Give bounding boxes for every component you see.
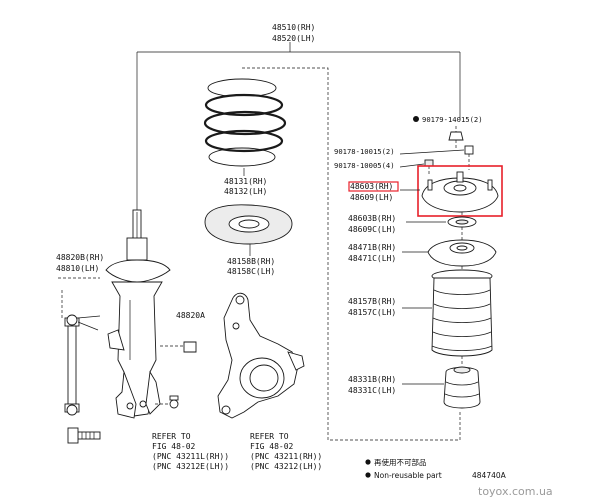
label-stab-lh: 48810(LH): [56, 264, 99, 273]
non-reusable-marker-icon: [413, 116, 419, 122]
legend-marker-icon: [365, 459, 371, 465]
coil-spring: [203, 78, 287, 176]
ref1-line3: (PNC 43211L(RH)): [152, 452, 229, 461]
label-insulator-lh: 48158C(LH): [227, 267, 275, 276]
highlight-box: [417, 165, 503, 217]
stabilizer-link: [58, 277, 101, 416]
figure-code: 484740A: [472, 471, 507, 480]
highlight-label-box: [348, 181, 399, 192]
ref2-line1: REFER TO: [250, 432, 289, 441]
assembly-bracket: [136, 42, 461, 441]
legend-cn: 再使用不可部品: [374, 457, 427, 467]
label-seat-rh: 48471B(RH): [348, 243, 396, 252]
ref2-line3: (PNC 43211(RH)): [250, 452, 322, 461]
label-stab-rh: 48820B(RH): [56, 253, 104, 262]
label-seat-lh: 48471C(LH): [348, 254, 396, 263]
label-top-rh: 48510(RH): [272, 23, 315, 32]
label-nut: 48820A: [176, 311, 205, 320]
label-nut-b: 90178-10005(4): [334, 161, 395, 170]
strut-support: [421, 171, 499, 213]
bolt: [67, 427, 101, 444]
label-spring-lh: 48132(LH): [224, 187, 267, 196]
bearing: [447, 216, 477, 228]
spring-seat: [427, 239, 497, 267]
lower-hardware: [155, 341, 197, 409]
nut-90178-10015: [464, 145, 474, 170]
label-bearing-rh: 48603B(RH): [348, 214, 396, 223]
watermark: toyox.com.ua: [478, 485, 553, 498]
top-nut: [448, 126, 464, 148]
legend-marker-icon: [365, 472, 371, 478]
dust-boot: [431, 269, 493, 357]
ref2-line4: (PNC 43212(LH)): [250, 462, 322, 471]
label-bearing-lh: 48609C(LH): [348, 225, 396, 234]
label-support-rh: 48603(RH): [350, 182, 393, 191]
shock-absorber: [105, 209, 171, 419]
bump-stopper: [443, 366, 481, 409]
steering-knuckle: [217, 292, 305, 419]
label-top-lh: 48520(LH): [272, 34, 315, 43]
leader: [399, 163, 425, 168]
ref1-line2: FIG 48-02: [152, 442, 196, 451]
label-insulator-rh: 48158B(RH): [227, 257, 275, 266]
label-boot-rh: 48157B(RH): [348, 297, 396, 306]
label-bumper-rh: 48331B(RH): [348, 375, 396, 384]
label-boot-lh: 48157C(LH): [348, 308, 396, 317]
label-spring-rh: 48131(RH): [224, 177, 267, 186]
ref2-line2: FIG 48-02: [250, 442, 294, 451]
label-bumper-lh: 48331C(LH): [348, 386, 396, 395]
leader: [399, 149, 465, 155]
ref1-line1: REFER TO: [152, 432, 191, 441]
spring-insulator: [204, 204, 293, 256]
nut-90178-10005: [424, 159, 434, 176]
label-nut-a: 90178-10015(2): [334, 147, 395, 156]
ref1-line4: (PNC 43212E(LH)): [152, 462, 229, 471]
label-nut-top: 90179-14015(2): [422, 115, 483, 124]
legend-en: Non-reusable part: [374, 471, 442, 480]
label-support-lh: 48609(LH): [350, 193, 393, 202]
